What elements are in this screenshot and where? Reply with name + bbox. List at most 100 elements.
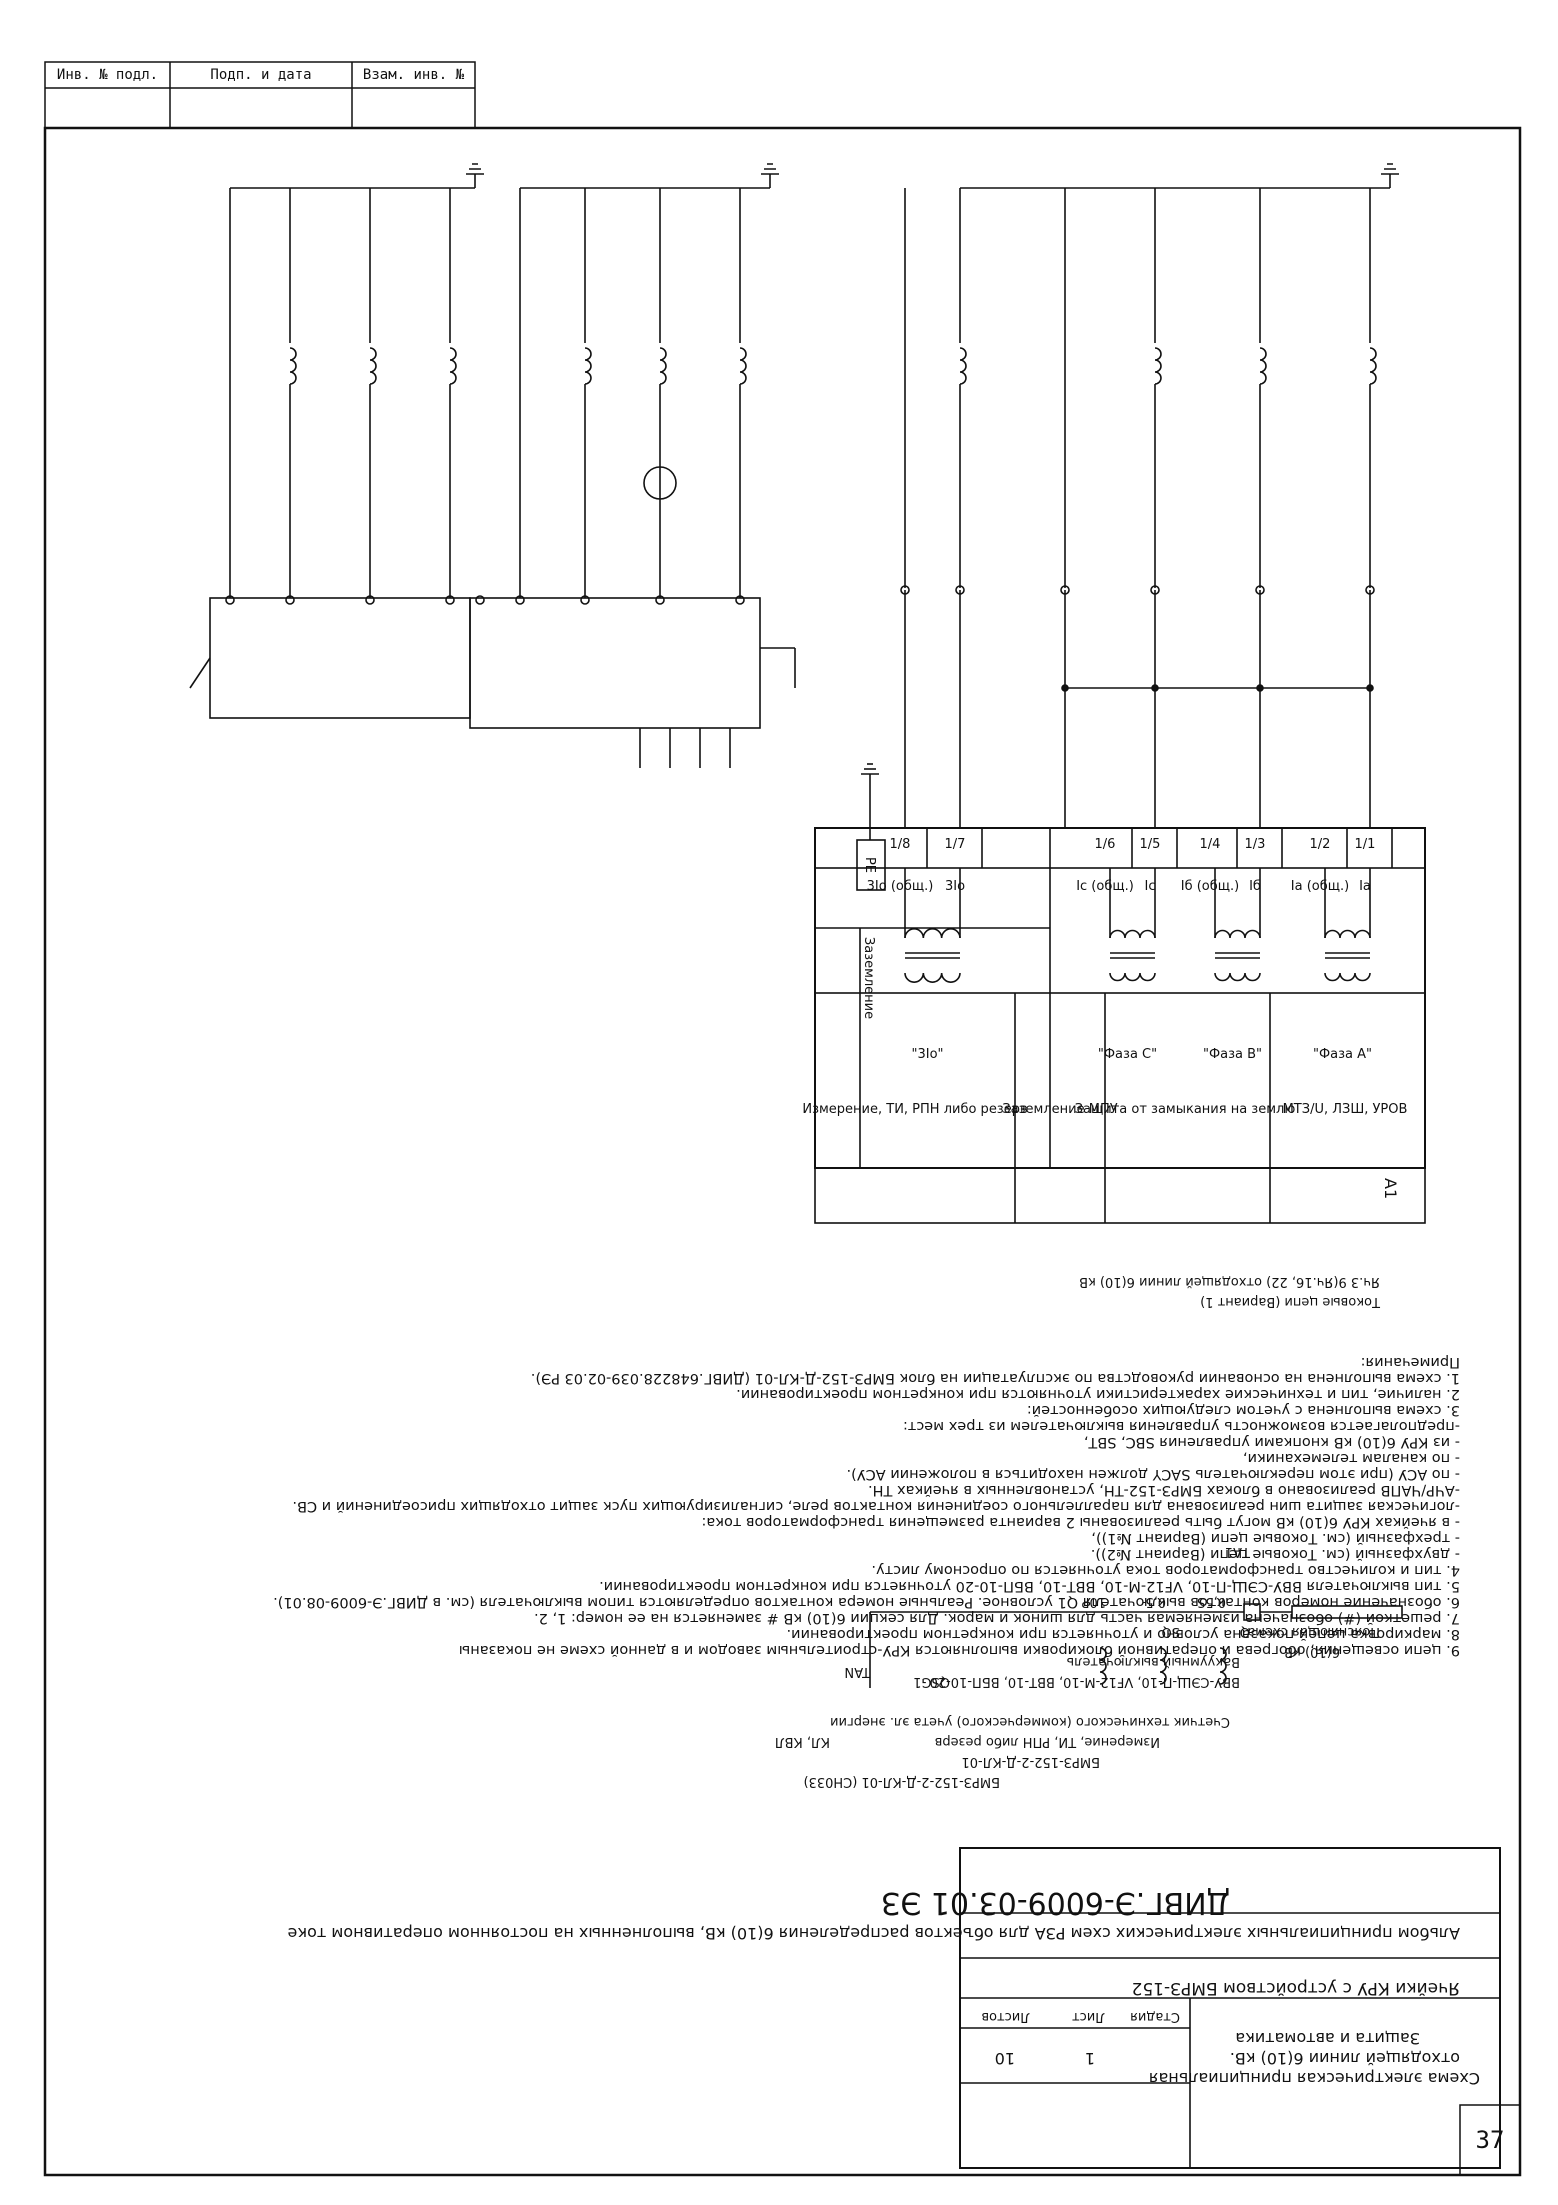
meter-device [209,597,471,719]
ct1p-coil-1 [1259,347,1267,385]
a1-ct-primary-3 [904,928,961,939]
note-line-16: 7. решеткой (#) обозначена изменяемая ча… [534,1610,1460,1626]
note-line-1: 1. схема выполнена на основании руководс… [531,1370,1460,1386]
note-line-0: Примечания: [1361,1354,1460,1370]
note-line-11: - трехфазный (см. Токовые цепи (Вариант … [1091,1530,1460,1546]
explain-c4: БМРЗ-152-2-Д-КЛ-01 (СН033) [804,1774,1001,1789]
explain-core-label-2: 10Р [1081,1594,1106,1609]
explain-line: КЛ, КВЛ [775,1734,830,1749]
note-line-14: 5. тип выключателя ВВУ-СЭЩ-П-10, VF12-М-… [599,1578,1460,1594]
a1-phase-0: "Фаза А" [1313,1047,1372,1062]
a1-terminal-strip [814,827,1426,869]
note-line-10: - в ячейках КРУ 6(10) кВ могут быть реал… [701,1514,1460,1530]
explain-breaker-name: Вакуумный выключатель [1067,1654,1241,1669]
a1-phase-3: "3Io" [911,1047,943,1062]
explain-core-label-1: 0,5 [1145,1594,1166,1609]
note-line-8: -АЧР/ЧАПВ реализовано в блоках БМРЗ-152-… [868,1482,1460,1498]
dot-c [1151,684,1159,692]
ct05-term-x [475,595,485,605]
a1-ct-primary-0 [1324,929,1371,939]
explain-c1: Счетчик технического (коммерческого) уче… [830,1714,1230,1729]
note-line-4: -предполагается возможность управления в… [903,1418,1460,1434]
note-line-6: - по каналам телемеханики, [1243,1450,1460,1466]
a1-ct-secondary-1 [1214,972,1261,982]
explain-core-label-0: 0,5S [1197,1594,1226,1609]
explain-bus: 6(10) кВ [1284,1644,1340,1659]
a1-phase-2: "Фаза С" [1098,1047,1157,1062]
explain-title: Поясняющая схема [1247,1624,1380,1639]
title-listov-val: 10 [995,2049,1015,2068]
explain-core-1 [1159,1647,1167,1685]
dot-a [1366,684,1374,692]
ct05-term-2 [580,595,590,605]
ct05-coil-0 [739,347,747,385]
title-stadia: Стадия [1130,2009,1180,2024]
explain-core-2 [1099,1647,1107,1685]
ct1p-coil-0 [1369,347,1377,385]
a1-term-label-1: Ia (общ.) [1291,879,1349,894]
a1-term-label-6: 3Io [945,879,965,894]
note-line-13: 4. тип и количество трансформаторов тока… [871,1562,1460,1578]
dot-b [1256,684,1264,692]
explain-q: Q [1240,1624,1250,1639]
note-line-12: - двухфазный (см. Токовые цепи (Вариант … [1091,1546,1460,1562]
a1-term-label-4: Ic [1145,879,1156,894]
pe-label: PE [862,857,877,873]
a1-ct-primary-1 [1214,929,1261,939]
a1-term-label-3: Iб (общ.) [1181,879,1239,894]
title-desc-3: Схема электрическая принципиальная [1149,2069,1480,2088]
a1-ct-secondary-3 [904,972,961,983]
ct05-term-1 [655,595,665,605]
note-line-18: 9. цепи освещения, обогрева и оперативно… [459,1642,1460,1658]
title-desc-2: отходящей линии 6(10) кВ. [1230,2049,1460,2068]
note-line-3: 3. схема выполнена с учетом следующих ос… [1027,1402,1460,1418]
note-line-7: - по АСУ (при этом переключатель SACY до… [847,1466,1460,1482]
explain-ta1: ТА1 [1225,1544,1251,1559]
note-line-2: 2. наличие, тип и технические характерис… [736,1386,1460,1402]
a1-term-label-5: Ic (общ.) [1076,879,1134,894]
title-list-val: 1 [1085,2049,1095,2068]
note-line-15: 6. обозначение номеров контактов выключа… [273,1594,1460,1610]
a1-term-num-1: 1/2 [1310,837,1331,852]
prot-2: Заземление МПУ [1002,1102,1117,1117]
circuit-title-2: Токовые цепи (Вариант 1) [1200,1294,1381,1309]
dot-n [1061,684,1069,692]
ct05-coil-1 [659,347,667,385]
a1-term-num-3: 1/4 [1200,837,1221,852]
a1-term-num-5: 1/6 [1095,837,1116,852]
ct05s-term-n [225,595,235,605]
title-album: Альбом принципиальных электрических схем… [288,1924,1460,1943]
a1-ct-primary-2 [1109,929,1156,939]
explain-qsg: QSG1 [913,1674,950,1689]
title-desc-1: Защита и автоматика [1235,2029,1420,2048]
title-code: ДИВГ.Э-6009-03.01 ЭЗ [881,1885,1230,1920]
a1-ct-secondary-2 [1109,972,1156,982]
ti-device [469,597,761,729]
a1-label: А1 [1381,1178,1400,1199]
explain-core-0 [1219,1647,1227,1685]
title-listov: Листов [981,2009,1030,2024]
explain-c3: БМРЗ-152-2-Д-КЛ-01 [961,1754,1100,1769]
grounding-label: Заземление [861,937,876,1019]
ct05-coil-2 [584,347,592,385]
pe-box [856,839,886,891]
a1-term-label-7: 3Io (общ.) [867,879,934,894]
a1-term-label-0: Ia [1359,879,1371,894]
a1-term-num-0: 1/1 [1355,837,1376,852]
title-list: Лист [1072,2009,1105,2024]
explain-breaker-models: ВВУ-СЭЩ-П-10, VF12-М-10, ВВТ-10, ВБП-10-… [930,1674,1240,1689]
ct05s-coil-2 [289,347,297,385]
stamp-vzam-inv: Взам. инв. № [362,67,465,83]
explain-tan: TAN [844,1664,871,1679]
pa-meter [643,466,677,500]
circuit-title-1: Яч.3 9(Яч.16, 22) отходящей линии 6(10) … [1079,1274,1380,1289]
a1-term-num-7: 1/8 [890,837,911,852]
a1-ct-secondary-0 [1324,972,1371,982]
ct05s-term-2 [285,595,295,605]
a1-phase-1: "Фаза В" [1203,1047,1262,1062]
title-cell: Ячейки КРУ с устройством БМРЗ-152 [1132,1978,1460,1998]
